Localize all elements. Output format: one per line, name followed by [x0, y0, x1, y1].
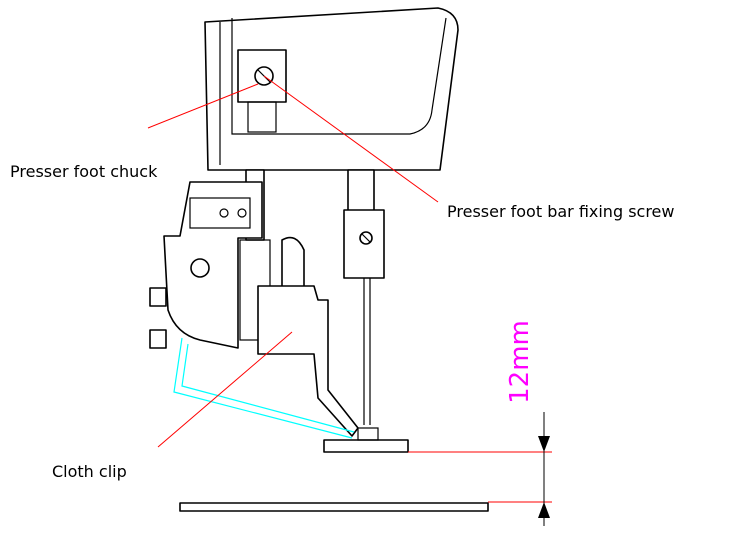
cyan-wire [173, 337, 353, 439]
mechanism-hole-1 [219, 208, 229, 218]
needle-clamp-screw-slot [361, 233, 371, 243]
mechanism-pivot-hole [190, 258, 210, 278]
presser-foot [323, 439, 409, 453]
foot-toe [357, 427, 379, 441]
leader-presser-foot-chuck [147, 83, 259, 129]
needle-bar-upper [347, 169, 375, 213]
dimension-arrow-bottom [538, 502, 550, 518]
head-casting [204, 7, 459, 171]
cyan-wire-inner [181, 343, 355, 433]
head-inner-contour [231, 17, 447, 135]
label-cloth-clip: Cloth clip [52, 462, 127, 481]
mechanism-hole-2 [237, 208, 247, 218]
mechanism-plate [189, 197, 251, 229]
side-tab-upper [149, 287, 167, 307]
chuck-lower-block [247, 101, 277, 133]
dimension-label: 12mm [505, 320, 535, 404]
cloth-clip-arm [257, 285, 359, 437]
dimension-arrow-top [538, 436, 550, 452]
foot-mechanism-body [163, 181, 263, 349]
label-presser-foot-bar-fixing-screw: Presser foot bar fixing screw [447, 202, 674, 221]
leader-fixing-screw [263, 75, 439, 203]
side-tab-lower [149, 329, 167, 349]
leader-cloth-clip [157, 331, 293, 448]
label-presser-foot-chuck: Presser foot chuck [10, 162, 158, 181]
needle-plate [179, 502, 489, 512]
